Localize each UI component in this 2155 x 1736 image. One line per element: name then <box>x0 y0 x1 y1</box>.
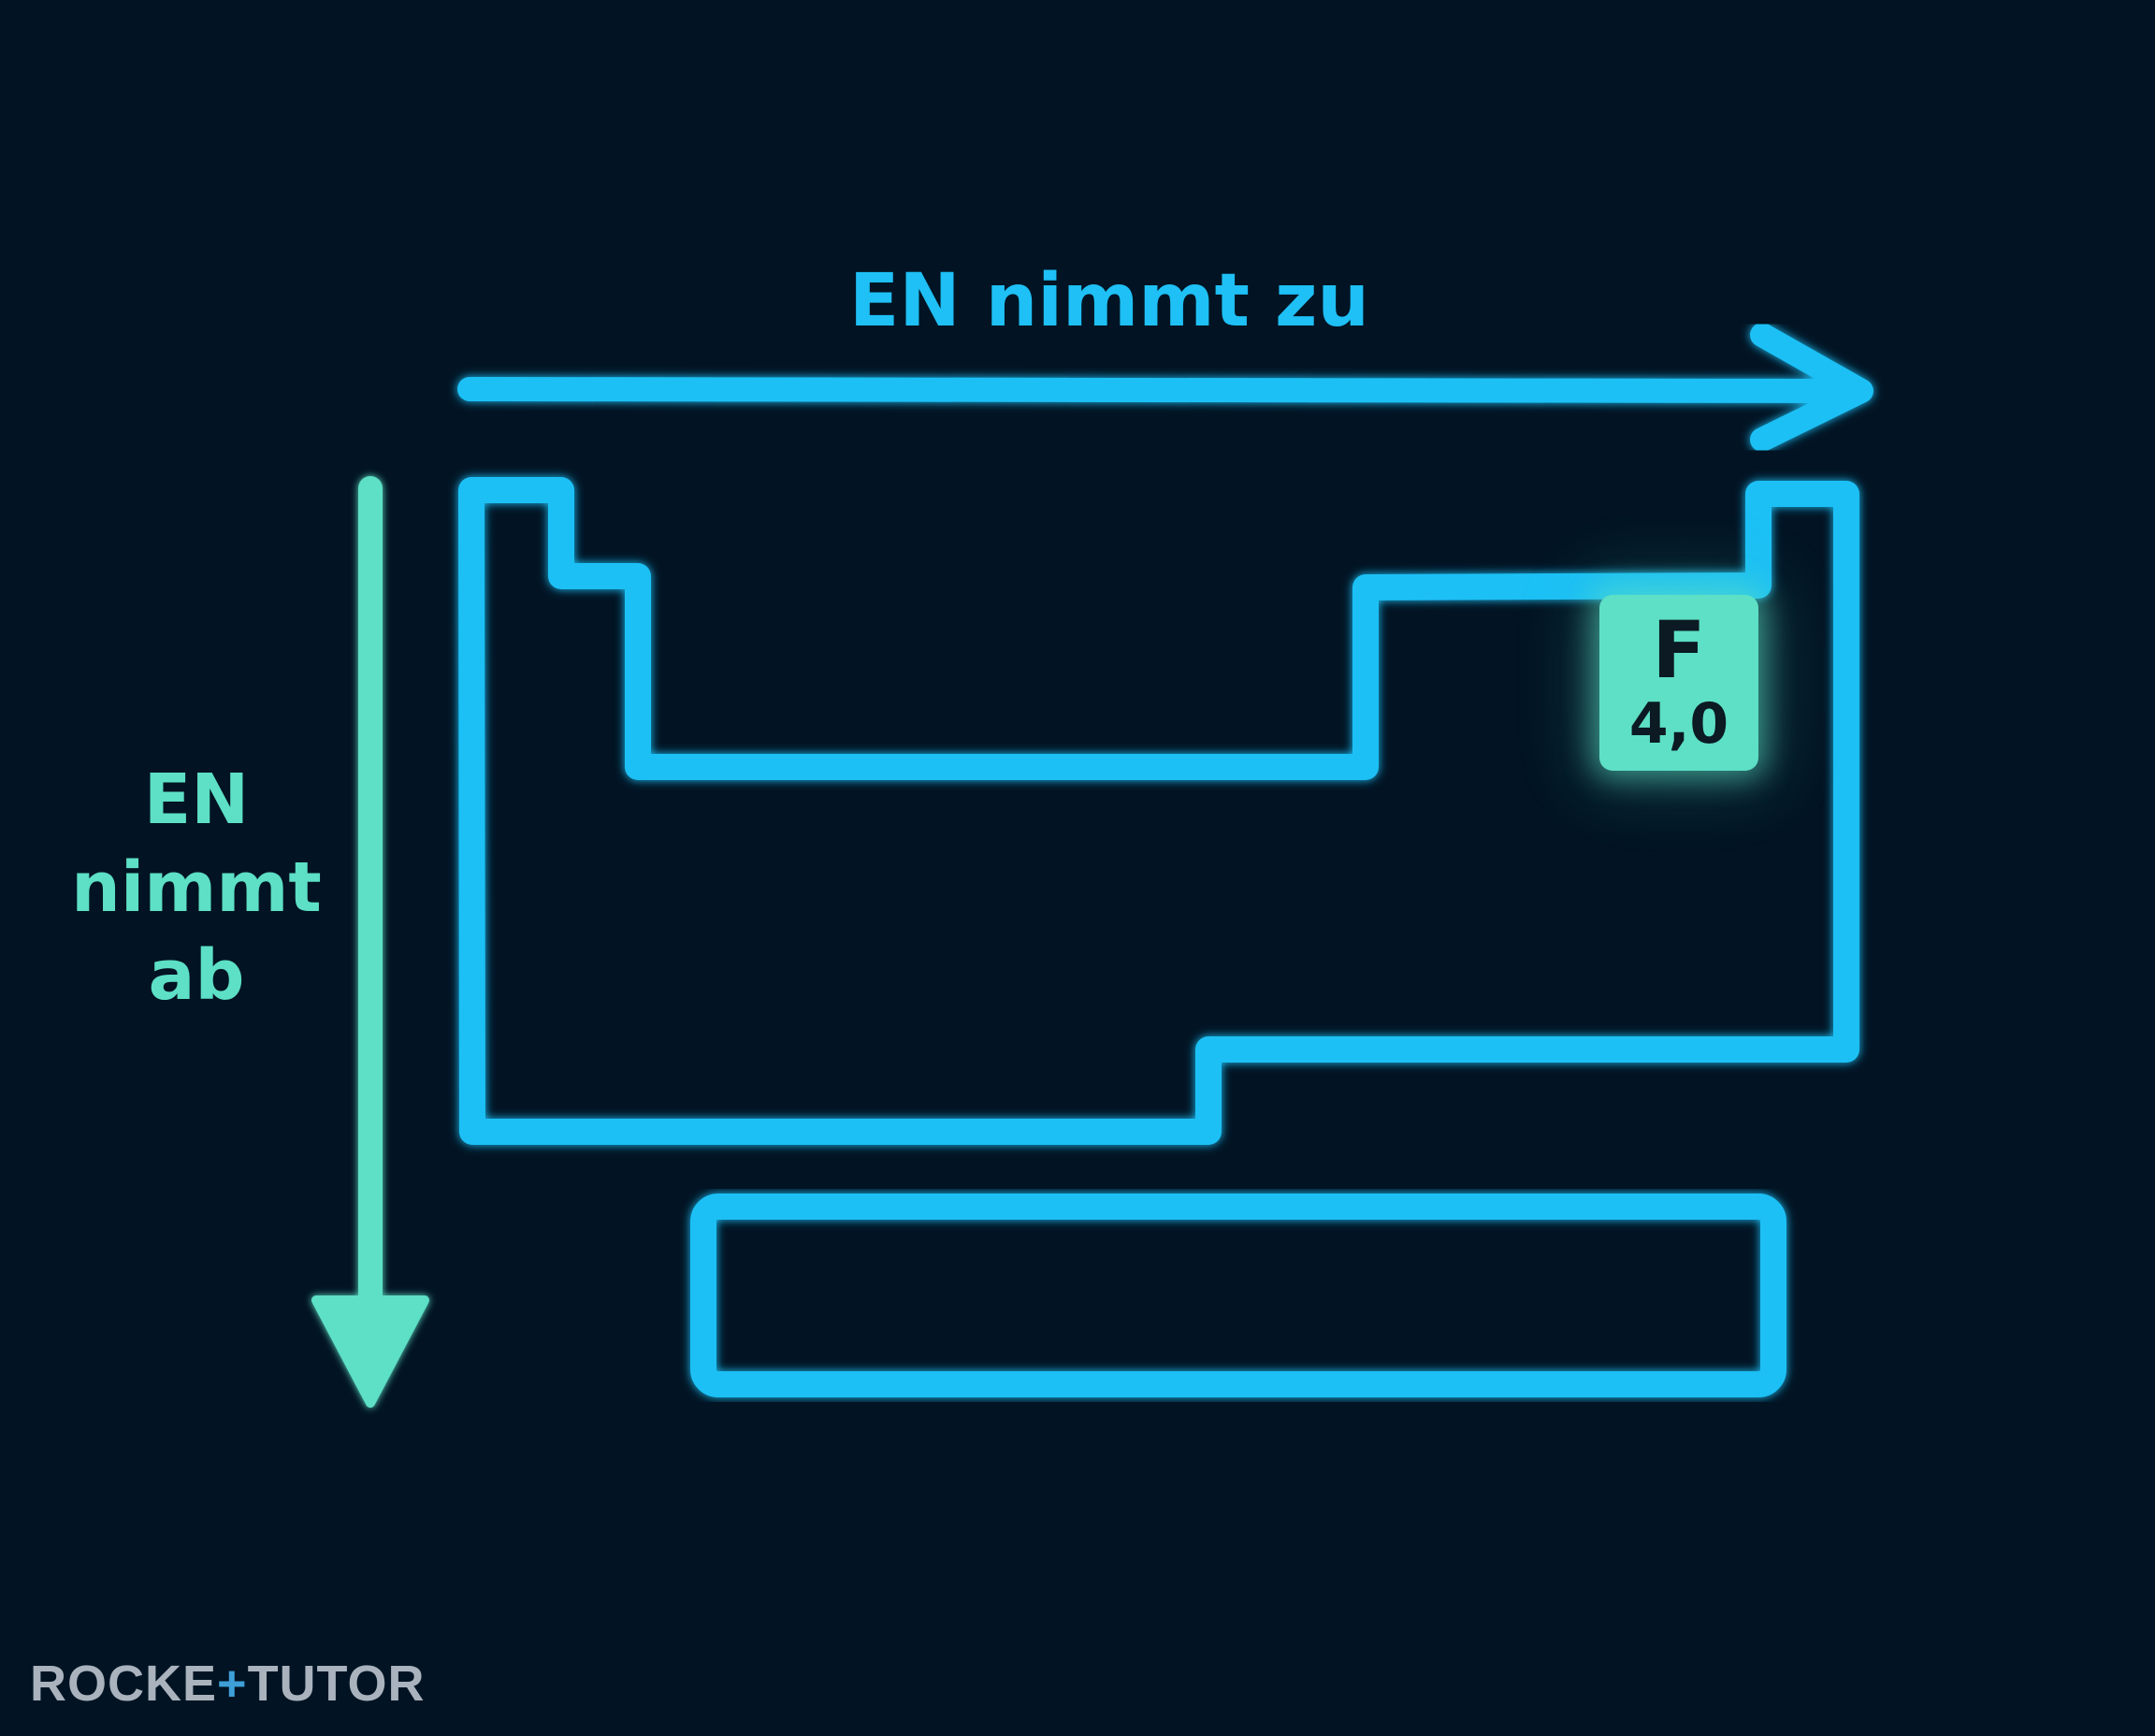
brand-logo: ROCKE+TUTOR <box>30 1654 426 1714</box>
element-symbol: F <box>1652 604 1706 696</box>
horizontal-axis-label: EN nimmt zu <box>849 259 1369 343</box>
vertical-label-line-1: EN <box>143 760 250 840</box>
vertical-axis-label: EN nimmt ab <box>56 756 337 1020</box>
fluorine-element-tile: F 4,0 <box>1599 595 1758 771</box>
element-electronegativity-value: 4,0 <box>1628 691 1729 757</box>
logo-plus-mark: + <box>217 1656 248 1712</box>
arrow-down-icon <box>311 476 429 1408</box>
vertical-label-line-2: nimmt <box>71 847 322 928</box>
logo-text-end: TUTOR <box>247 1656 426 1712</box>
logo-text-start: ROCKE <box>30 1656 218 1712</box>
arrow-right-icon <box>457 323 1873 452</box>
f-block-outline <box>690 1194 1786 1397</box>
vertical-label-line-3: ab <box>148 935 245 1016</box>
main-table-outline <box>458 477 1859 1145</box>
